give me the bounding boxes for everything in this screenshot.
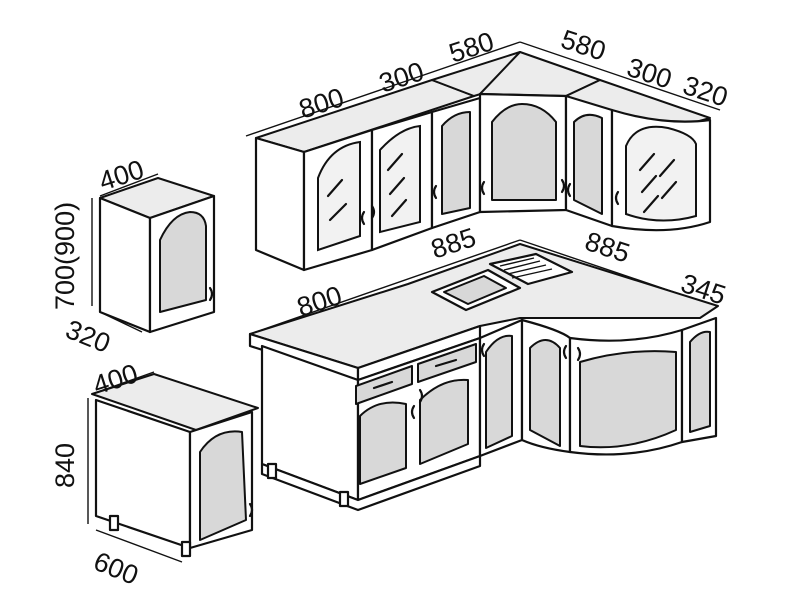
wall-cabinets xyxy=(254,51,712,272)
base-single-height: 840 xyxy=(50,442,80,488)
single-base-cabinet xyxy=(91,373,259,558)
single-wall-cabinet xyxy=(98,177,216,334)
wall-single-height: 700(900) xyxy=(50,201,80,310)
dimension-lines xyxy=(87,41,721,563)
base-cabinets xyxy=(248,243,719,512)
